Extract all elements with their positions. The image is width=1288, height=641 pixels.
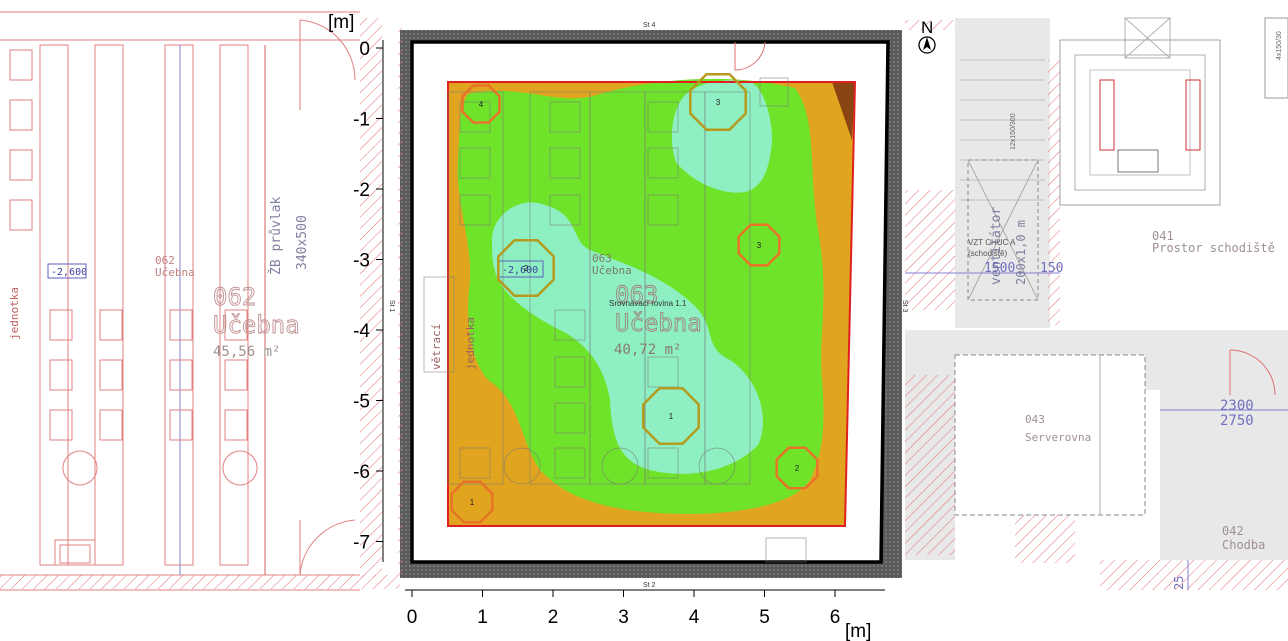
level-mark-left-box: [47, 263, 87, 279]
y-tick-label: 0: [359, 39, 370, 60]
luminaire: 3: [737, 223, 781, 267]
luminaire-outline: [737, 223, 781, 267]
luminaire: 3: [689, 73, 747, 131]
room-062-name-small: Učebna: [155, 266, 195, 279]
luminaire: 2: [497, 239, 555, 297]
isolux-mint-center: [492, 202, 763, 474]
y-tick-label: -6: [353, 462, 370, 483]
main-room: [398, 28, 902, 580]
luminaire: 4: [461, 84, 501, 124]
wall-hatch-bottom-left: [0, 575, 400, 589]
room-062-number: 062: [213, 283, 256, 311]
duct-label-1: 12x150/300: [1010, 113, 1017, 150]
luminaire-outline: [642, 387, 700, 445]
room-063-area: 40,72 m²: [614, 342, 681, 358]
dim-1500: 1500: [984, 261, 1015, 276]
room-063-number: 063: [615, 281, 658, 309]
room-063-name: Učebna: [615, 309, 702, 337]
luminaire-id: 1: [470, 498, 475, 507]
room-062-area: 45,56 m²: [213, 344, 280, 360]
luminaire-id: 1: [669, 412, 674, 421]
isolux-mint-top: [671, 80, 772, 193]
vzt-label: VZT CHUC A: [968, 238, 1016, 247]
unit-label-left: jednotka: [8, 287, 21, 340]
x-tick-label: 0: [407, 607, 418, 628]
luminaire-id: 4: [479, 100, 484, 109]
beam-size: 340x500: [295, 215, 310, 270]
y-tick-label: -7: [353, 533, 370, 554]
x-tick-label: 5: [759, 607, 770, 628]
room-042-number: 042: [1222, 524, 1244, 538]
luminaire: 1: [450, 480, 494, 524]
north-compass: N: [918, 18, 936, 54]
duct-label-2: 4x150/30: [1276, 31, 1283, 60]
luminaire-outline: [450, 480, 494, 524]
room-062-name: Učebna: [213, 311, 300, 339]
vzt-sub: (schodiště): [968, 249, 1007, 258]
desk-grid: [423, 77, 807, 563]
luminaire-outline: [461, 84, 501, 124]
luminaire-layer: 4 3 3 2 1 2 1: [450, 73, 819, 524]
dim-25: 25: [1172, 576, 1186, 590]
room-041-name: Prostor schodiště: [1152, 241, 1275, 255]
x-tick-label: 1: [477, 607, 488, 628]
x-tick-label: 4: [689, 607, 700, 628]
dim-2750: 2750: [1220, 413, 1254, 429]
vent-label-main: větrací: [430, 324, 443, 370]
north-label: N: [921, 18, 933, 37]
y-tick-label: -5: [353, 392, 370, 413]
level-mark-main: -2,600: [502, 265, 538, 276]
unit-label-main: jednotka: [464, 317, 477, 370]
ventilator-size: 200x1,0 m: [1014, 220, 1028, 285]
x-tick-label: 3: [618, 607, 629, 628]
room-063-name-small: Učebna: [592, 264, 632, 277]
room-063-number-small: 063: [592, 252, 612, 265]
wall-label-right: St 3: [901, 300, 908, 313]
luminaire-id: 3: [716, 98, 721, 107]
left-room-plan: [0, 11, 360, 591]
beam-label: ŽB průvlak: [268, 197, 284, 275]
luminaire-id: 2: [795, 464, 800, 473]
luminaire-outline: [497, 239, 555, 297]
y-tick-label: -2: [353, 180, 370, 201]
wall-label-bottom: St 2: [643, 582, 656, 589]
x-unit-label: [m]: [845, 621, 871, 641]
wall-label-left: St 1: [388, 300, 395, 313]
room-042-name: Chodba: [1222, 538, 1265, 552]
y-unit-label: [m]: [328, 12, 354, 33]
isolux-brown: [832, 82, 855, 140]
y-tick-label: -4: [353, 321, 370, 342]
ventilator-label: ventilátor: [989, 207, 1004, 285]
room-043-name: Serverovna: [1025, 431, 1091, 444]
reference-plane-label: Srovnávací rovina 1.1: [609, 299, 687, 308]
level-mark-left: -2,600: [51, 267, 87, 278]
luminaire: 2: [775, 446, 819, 490]
x-tick-label: 2: [548, 607, 559, 628]
luminaire-id: 3: [757, 241, 762, 250]
luminaire: 1: [642, 387, 700, 445]
y-tick-label: -3: [353, 251, 370, 272]
axes: 0 1 2 3 4 5 6 0 -1 -2 -3 -4 -5 -6 -7 [m] [m]: [328, 12, 885, 641]
luminaire-id: 2: [524, 264, 529, 273]
luminaire-outline: [689, 73, 747, 131]
dim-2300: 2300: [1220, 398, 1254, 414]
room-043-number: 043: [1025, 413, 1045, 426]
room-041-number: 041: [1152, 229, 1174, 243]
room-062-number-small: 062: [155, 254, 175, 267]
right-side-plan: [900, 17, 1288, 590]
wall-label-top: St 4: [643, 22, 656, 29]
dim-150: 150: [1040, 261, 1063, 276]
y-tick-label: -1: [353, 110, 370, 131]
wall-hatch-left: [360, 18, 382, 578]
luminaire-outline: [775, 446, 819, 490]
x-tick-label: 6: [830, 607, 841, 628]
